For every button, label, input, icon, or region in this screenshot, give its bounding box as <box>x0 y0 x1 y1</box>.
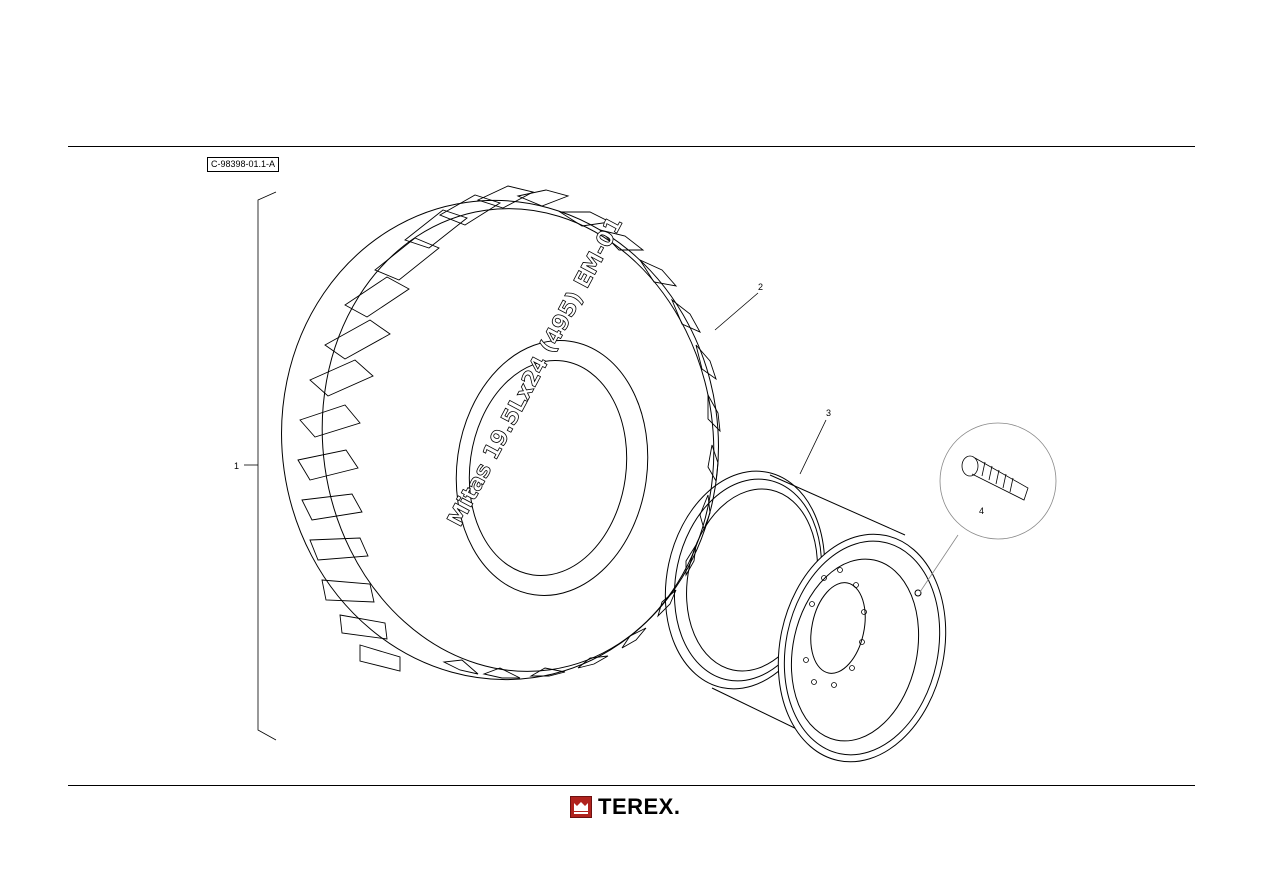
footer-rule <box>68 785 1195 786</box>
leader-line-2 <box>714 292 759 331</box>
callout-4: 4 <box>979 506 984 516</box>
callout-2: 2 <box>758 282 763 292</box>
header-rule <box>68 146 1195 147</box>
drawing-id-label: C-98398-01.1-A <box>207 157 280 172</box>
terex-crown-icon <box>570 796 592 818</box>
terex-wordmark: TEREX. <box>598 794 681 819</box>
tire-drawing <box>281 185 721 681</box>
rim-drawing <box>664 470 947 763</box>
callout-3: 3 <box>826 408 831 418</box>
callout-1: 1 <box>234 461 239 471</box>
terex-logo: TEREX. <box>570 795 680 819</box>
valve-detail <box>919 422 1057 593</box>
leader-line-3 <box>799 419 827 475</box>
assembly-bracket <box>244 191 277 741</box>
